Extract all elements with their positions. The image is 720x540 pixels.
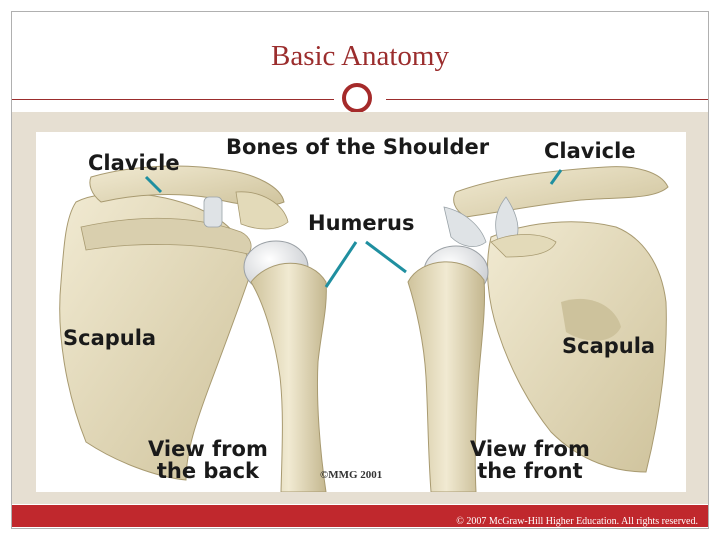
footer-copyright: © 2007 McGraw-Hill Higher Education. All… <box>456 516 698 527</box>
label-view-front-line2: the front <box>477 459 583 484</box>
scapula-front-view <box>487 221 667 473</box>
label-view-back-line1: View from <box>148 437 268 461</box>
acromion-back-view <box>235 191 289 230</box>
slide-title: Basic Anatomy <box>270 40 449 72</box>
pointer-clavicle-left <box>144 175 163 194</box>
pointer-humerus-right <box>365 240 407 274</box>
title-divider-right <box>386 99 708 100</box>
coracoid-front-view <box>490 234 557 258</box>
humerus-back-view <box>250 262 327 492</box>
ligament-back-view <box>203 196 223 228</box>
pointer-clavicle-right <box>549 169 563 185</box>
title-divider-left <box>12 99 334 100</box>
label-view-back-line2: the back <box>156 459 259 484</box>
ligament-front-view-2 <box>443 206 487 247</box>
scapula-shadow-front <box>561 298 621 341</box>
clavicle-front-view <box>453 166 669 218</box>
slide-frame <box>11 11 709 529</box>
label-clavicle-right: Clavicle <box>544 139 636 163</box>
label-humerus: Humerus <box>308 211 415 235</box>
label-clavicle-left: Clavicle <box>88 151 180 175</box>
shoulder-bones-illustration <box>59 165 669 492</box>
label-scapula-right: Scapula <box>562 334 656 358</box>
figure-heading: Bones of the Shoulder <box>226 135 490 159</box>
pointer-humerus-left <box>324 241 358 288</box>
label-scapula-left: Scapula <box>63 326 157 350</box>
shoulder-anatomy-figure: Bones of the Shoulder Clavicle Clavicle … <box>36 132 686 492</box>
figure-credit: ©MMG 2001 <box>320 469 383 481</box>
circle-ornament-icon <box>342 83 372 113</box>
label-view-front-line1: View from <box>470 437 590 461</box>
humerus-front-view <box>407 261 486 492</box>
label-view-back: View from the back <box>148 438 268 482</box>
footer-band <box>12 505 708 527</box>
label-view-front: View from the front <box>470 438 590 482</box>
